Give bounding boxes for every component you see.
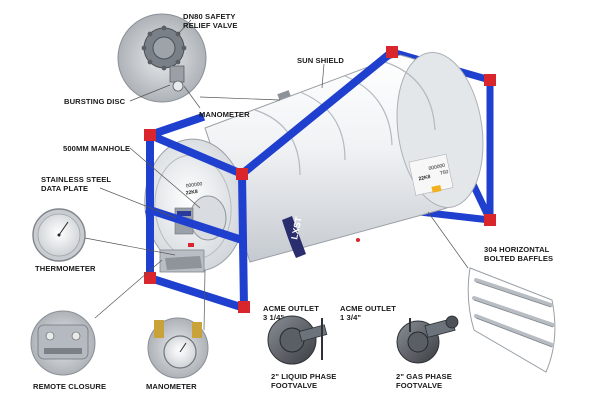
label-acme-outlet-gas-line2: 1 3/4"	[340, 312, 362, 322]
label-gas-footvalve-line1: 2" GAS PHASE	[396, 372, 452, 381]
label-safety-valve: DN80 SAFETY RELIEF VALVE	[183, 12, 238, 30]
head-typecode: 22K8	[185, 189, 198, 197]
label-sun-shield: SUN SHIELD	[297, 56, 344, 65]
label-data-plate: STAINLESS STEEL DATA PLATE	[41, 175, 112, 193]
small-graphics	[188, 243, 194, 247]
label-gas-footvalve-line2: FOOTVALVE	[396, 380, 443, 390]
label-liquid-footvalve: 2" LIQUID PHASE FOOTVALVE	[271, 372, 337, 390]
label-data-plate-line1: STAINLESS STEEL	[41, 175, 112, 184]
label-bursting-disc: BURSTING DISC	[64, 97, 126, 106]
label-acme-outlet-liquid: ACME OUTLET 3 1/4"	[263, 304, 319, 322]
label-manometer-bottom: MANOMETER	[146, 382, 197, 391]
label-acme-outlet-liquid-line2: 3 1/4"	[263, 312, 285, 322]
label-liquid-footvalve-line2: FOOTVALVE	[271, 380, 318, 390]
label-baffles: 304 HORIZONTAL BOLTED BAFFLES	[484, 245, 554, 263]
label-acme-outlet-gas-line1: ACME OUTLET	[340, 304, 396, 313]
inset-thermometer	[32, 208, 86, 262]
label-safety-valve-line2: RELIEF VALVE	[183, 20, 238, 30]
label-thermometer: THERMOMETER	[35, 264, 96, 273]
inset-manometer	[147, 317, 209, 379]
label-baffles-line1: 304 HORIZONTAL	[484, 245, 550, 254]
tank-type-side: T50	[439, 169, 449, 177]
label-acme-outlet-gas: ACME OUTLET 1 3/4"	[340, 304, 396, 322]
head-serial: 000000	[185, 181, 203, 189]
label-remote-closure: REMOTE CLOSURE	[33, 382, 107, 391]
tank-serial-side: 000000	[428, 163, 446, 172]
label-safety-valve-line1: DN80 SAFETY	[183, 12, 236, 21]
label-manometer-top: MANOMETER	[199, 110, 250, 119]
frame-corner-castings	[144, 46, 496, 313]
tank-shell: 000000 22K8 T50 LXST	[204, 52, 484, 263]
inset-safety-valve	[117, 13, 207, 103]
gas-phase-footvalve	[396, 315, 459, 364]
tank-side-code: LXST	[289, 215, 304, 240]
label-liquid-footvalve-line1: 2" LIQUID PHASE	[271, 372, 337, 381]
label-baffles-line2: BOLTED BAFFLES	[484, 253, 554, 263]
label-acme-outlet-liquid-line1: ACME OUTLET	[263, 304, 319, 313]
liquid-phase-footvalve	[267, 315, 328, 365]
horizontal-baffles	[467, 267, 556, 373]
tank-typecode-side: 22K8	[418, 174, 431, 182]
inset-remote-closure	[30, 310, 96, 376]
leader-lines	[84, 19, 469, 331]
label-gas-footvalve: 2" GAS PHASE FOOTVALVE	[396, 372, 452, 390]
label-manhole: 500MM MANHOLE	[63, 144, 131, 153]
label-data-plate-line2: DATA PLATE	[41, 183, 89, 193]
